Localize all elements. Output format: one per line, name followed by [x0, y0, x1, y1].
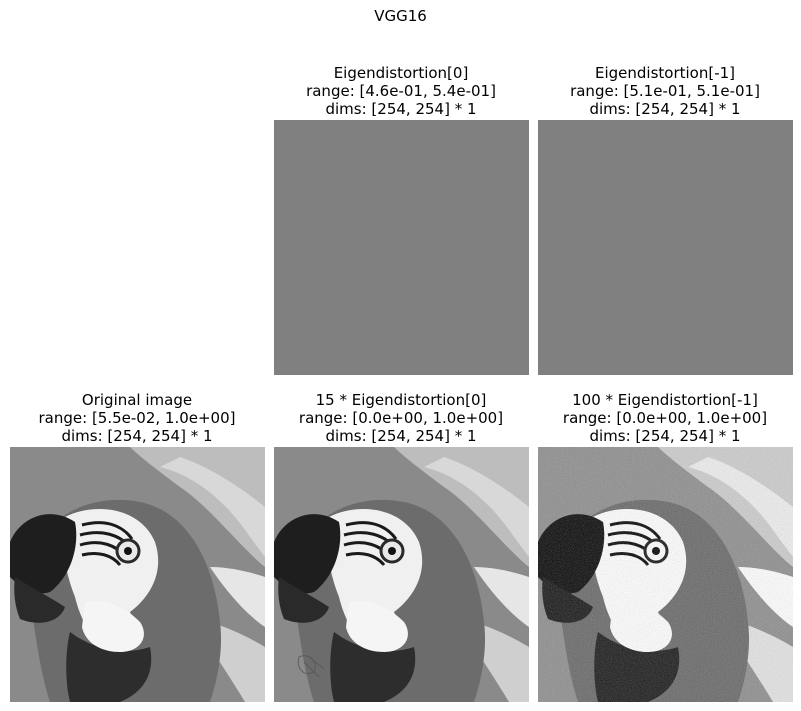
panel-dims: dims: [254, 254] * 1 [589, 100, 741, 118]
panel-name: Original image [81, 391, 193, 409]
eigendistortion-0-image [274, 120, 529, 375]
panel-title-scaled-eigendistortion-0: 15 * Eigendistortion[0] range: [0.0e+00,… [256, 391, 546, 445]
panel-name: Eigendistortion[0] [333, 64, 469, 82]
parrot-image [538, 447, 793, 702]
panel-range: range: [4.6e-01, 5.4e-01] [306, 82, 496, 100]
panel-name: 15 * Eigendistortion[0] [315, 391, 487, 409]
figure-title: VGG16 [374, 7, 427, 25]
panel-range: range: [0.0e+00, 1.0e+00] [298, 409, 504, 427]
panel-name: Eigendistortion[-1] [594, 64, 736, 82]
scaled-eigendistortion-0-image [274, 447, 529, 702]
panel-name: 100 * Eigendistortion[-1] [572, 391, 758, 409]
panel-title-original: Original image range: [5.5e-02, 1.0e+00]… [0, 391, 282, 445]
scaled-eigendistortion-last-image [538, 447, 793, 702]
panel-range: range: [5.1e-01, 5.1e-01] [570, 82, 760, 100]
panel-title-eigendistortion-0: Eigendistortion[0] range: [4.6e-01, 5.4e… [256, 64, 546, 118]
panel-dims: dims: [254, 254] * 1 [61, 427, 213, 445]
panel-dims: dims: [254, 254] * 1 [325, 427, 477, 445]
panel-range: range: [5.5e-02, 1.0e+00] [38, 409, 236, 427]
panel-title-scaled-eigendistortion-last: 100 * Eigendistortion[-1] range: [0.0e+0… [520, 391, 801, 445]
panel-title-eigendistortion-last: Eigendistortion[-1] range: [5.1e-01, 5.1… [520, 64, 801, 118]
parrot-image [274, 447, 529, 702]
eigendistortion-last-image [538, 120, 793, 375]
original-image [10, 447, 265, 702]
panel-dims: dims: [254, 254] * 1 [589, 427, 741, 445]
panel-dims: dims: [254, 254] * 1 [325, 100, 477, 118]
panel-range: range: [0.0e+00, 1.0e+00] [562, 409, 768, 427]
parrot-image [10, 447, 265, 702]
